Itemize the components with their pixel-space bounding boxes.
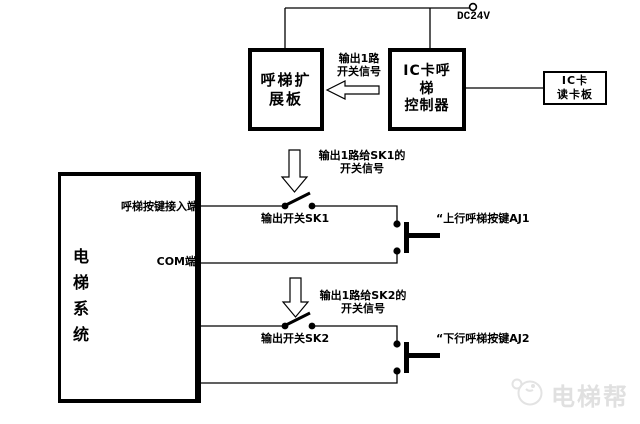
expansion-board-label-line2: 展板: [268, 89, 303, 108]
aj2-button-stem-icon: [409, 353, 440, 358]
controller-label-line2: 梯: [419, 80, 435, 97]
aj2-bottom-contact: [393, 367, 401, 375]
signal-to-sk2-label: 输出1路给SK2的 开关信号: [311, 289, 415, 315]
reader-label-line1: IC卡: [561, 74, 589, 88]
sk1-right-contact: [308, 202, 316, 210]
aj1-bottom-contact: [393, 247, 401, 255]
aj1-top-contact: [393, 220, 401, 228]
button-aj1-label: “上行呼梯按键AJ1: [436, 212, 530, 225]
elevator-system-box: [58, 172, 201, 403]
sk1-to-aj1-wire: [315, 205, 398, 221]
dc24v-label: DC24V: [457, 11, 491, 23]
signal-arrow-down-sk1-icon: [280, 149, 309, 193]
ic-card-reader-box: IC卡 读卡板: [543, 71, 607, 105]
aj2-return-wire: [200, 374, 398, 384]
controller-label-line3: 控制器: [404, 98, 450, 115]
switch-sk2-label: 输出开关SK2: [261, 332, 330, 345]
elevator-system-char: 梯: [72, 273, 89, 292]
brand-logo-icon: [511, 378, 543, 406]
sk2-right-contact: [308, 322, 316, 330]
controller-label-line1: IC卡呼: [403, 63, 451, 80]
button-aj2-label: “下行呼梯按键AJ2: [436, 332, 530, 345]
terminal-com-label: COM端: [156, 255, 196, 268]
signal-to-sk2-line2: 开关信号: [341, 302, 385, 316]
signal-to-sk1-line1: 输出1路给SK1的: [318, 149, 406, 162]
terminal-button-input-label: 呼梯按键接入端: [121, 200, 198, 213]
aj1-button-stem-icon: [409, 233, 440, 238]
aj1-button-bar-icon: [404, 222, 409, 253]
expansion-board-box: 呼梯扩 展板: [248, 48, 324, 131]
elevator-system-label: 电 梯 系 统: [64, 243, 98, 345]
sk2-to-aj2-wire: [315, 325, 398, 341]
elevator-system-char: 统: [72, 325, 89, 344]
signal-arrow-down-sk2-icon: [281, 277, 310, 318]
elevator-system-char: 系: [72, 299, 89, 318]
signal-to-expansion-line2: 开关信号: [337, 65, 381, 79]
sk2-blade: [285, 311, 311, 327]
signal-to-expansion-label: 输出1路 开关信号: [322, 52, 396, 78]
aj2-button-bar-icon: [404, 342, 409, 373]
watermark-brand-text: 电梯帮: [551, 383, 629, 411]
sk1-blade: [285, 191, 311, 207]
signal-to-sk1-line2: 开关信号: [340, 162, 384, 176]
signal-to-sk1-label: 输出1路给SK1的 开关信号: [310, 149, 414, 175]
switch-sk1-label: 输出开关SK1: [261, 212, 330, 225]
signal-to-expansion-line1: 输出1路: [338, 52, 380, 65]
reader-label-line2: 读卡板: [557, 88, 593, 101]
elevator-system-char: 电: [72, 247, 89, 266]
signal-to-sk2-line1: 输出1路给SK2的: [319, 289, 407, 302]
dc24v-terminal-icon: [468, 2, 478, 12]
aj2-top-contact: [393, 340, 401, 348]
signal-arrow-left-icon: [325, 80, 380, 100]
aj1-com-return-wire: [200, 254, 398, 264]
expansion-board-label-line1: 呼梯扩: [260, 70, 312, 89]
ic-card-controller-box: IC卡呼 梯 控制器: [388, 48, 466, 131]
